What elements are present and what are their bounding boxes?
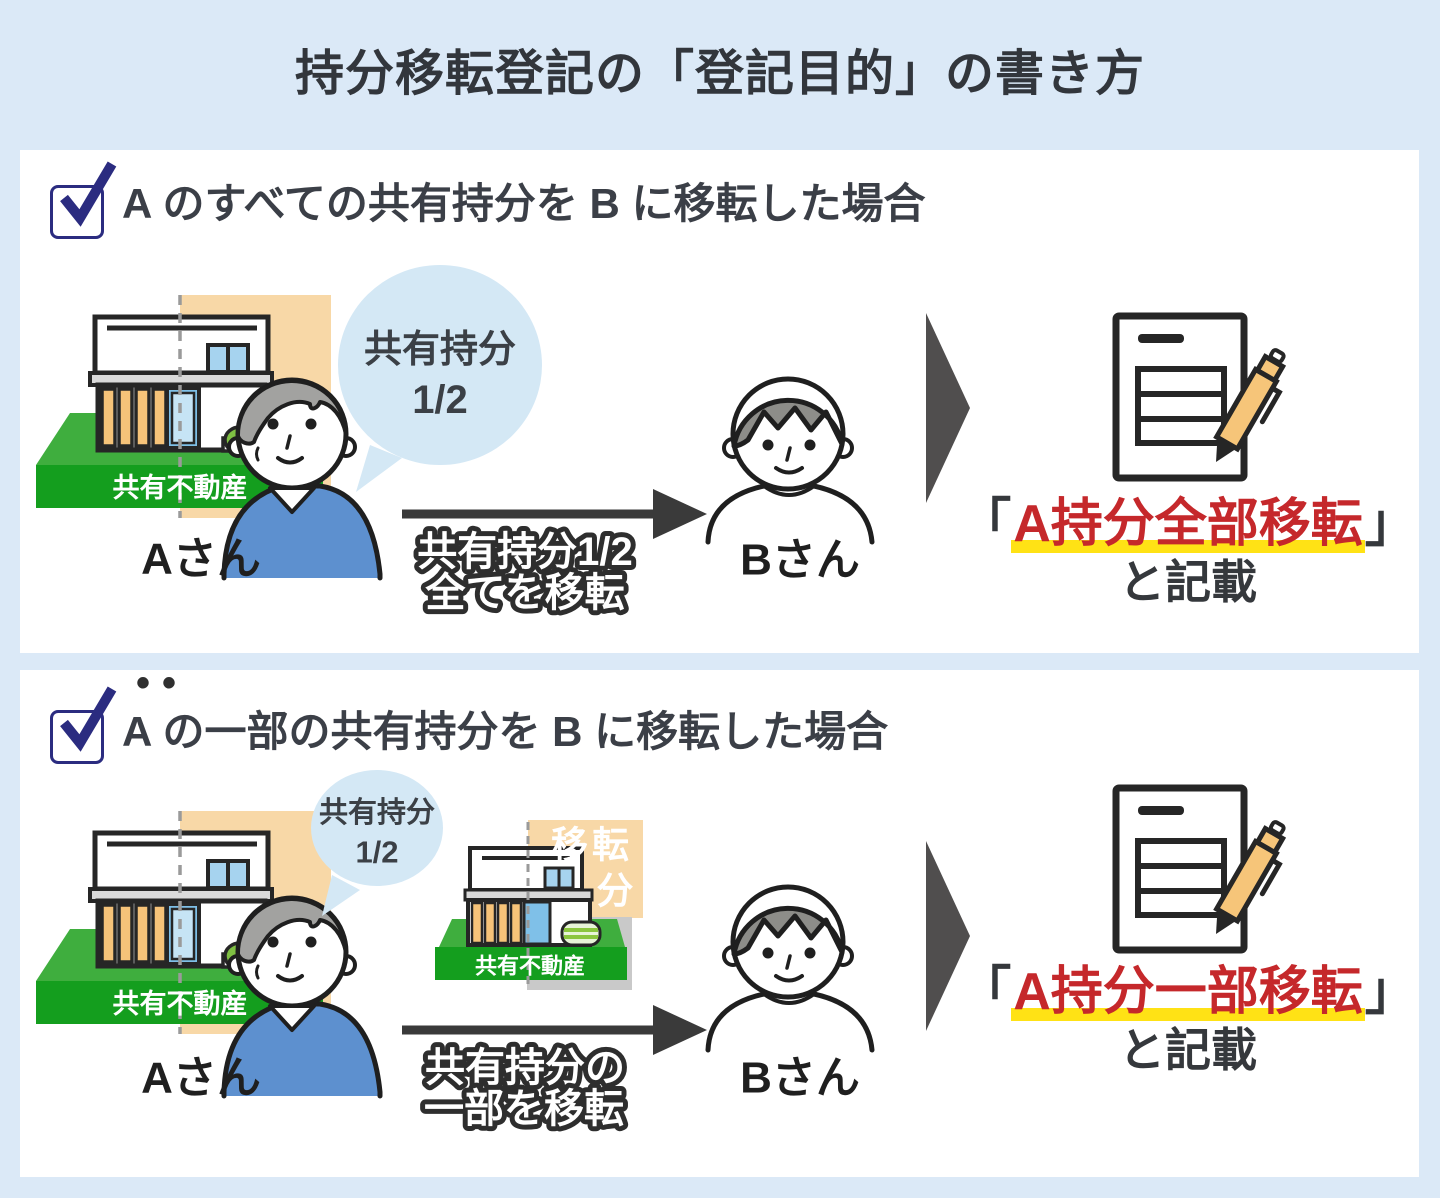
transfer-portion-label-line2: 分 bbox=[597, 871, 634, 912]
registration-purpose-highlight: A持分一部移転 bbox=[1011, 963, 1365, 1021]
transferred-portion-house-illustration: 移転 分 共有不動産 bbox=[435, 820, 643, 990]
transfer-portion-property-label: 共有不動産 bbox=[475, 954, 585, 979]
shared-property-label: 共有不動産 bbox=[113, 472, 248, 503]
result-note: と記載 bbox=[1119, 1024, 1257, 1076]
section-partial-transfer: 共有不動産 移転 分 bbox=[20, 661, 1419, 1177]
registration-purpose-highlight: A持分全部移転 bbox=[1011, 495, 1365, 553]
section-heading: A のすべての共有持分を B に移転した場合 bbox=[122, 180, 926, 227]
close-bracket: 」 bbox=[1364, 963, 1417, 1021]
checkmark-icon bbox=[60, 686, 117, 752]
full-transfer-illustration: 共有不動産 共有持分 1/2 Aさん Bさん 共有持分1/2 全てを移転 bbox=[20, 265, 1419, 620]
result-text-block: 「A持分全部移転」 と記載 bbox=[938, 494, 1438, 608]
document-pen-icon bbox=[1116, 316, 1297, 478]
bubble-share-fraction: 1/2 bbox=[412, 378, 468, 422]
close-bracket: 」 bbox=[1364, 495, 1417, 553]
section-full-transfer: 共有不動産 共有持分 1/2 Aさん Bさん 共有持分1/2 全てを移転 A の… bbox=[20, 150, 1419, 653]
registration-purpose-line: 「A持分全部移転」 bbox=[938, 494, 1438, 554]
result-text-block: 「A持分一部移転」 と記載 bbox=[938, 962, 1438, 1076]
person-b-illustration bbox=[708, 887, 872, 1050]
shared-property-label: 共有不動産 bbox=[113, 988, 248, 1019]
checkmark-icon bbox=[60, 161, 117, 227]
person-a-name: Aさん bbox=[141, 1054, 261, 1103]
person-b-illustration bbox=[708, 379, 872, 542]
emphasis-dots: •• bbox=[136, 661, 189, 705]
transfer-arrow-caption-line2: 一部を移転 bbox=[424, 1087, 624, 1131]
result-arrow-icon bbox=[926, 313, 970, 503]
bubble-share-fraction: 1/2 bbox=[355, 835, 398, 870]
transfer-portion-label-line1: 移転 bbox=[551, 825, 633, 866]
person-b-name: Bさん bbox=[740, 1054, 860, 1103]
bubble-share-label: 共有持分 bbox=[319, 796, 435, 829]
result-note: と記載 bbox=[1119, 556, 1257, 608]
share-speech-bubble: 共有持分 1/2 bbox=[338, 265, 542, 492]
person-a-name: Aさん bbox=[141, 535, 261, 584]
person-b-name: Bさん bbox=[740, 536, 860, 585]
transfer-arrow-caption-line1: 共有持分1/2 bbox=[417, 530, 633, 574]
open-bracket: 「 bbox=[959, 495, 1012, 553]
partial-transfer-illustration: 共有不動産 移転 分 bbox=[20, 770, 1419, 1136]
page-title: 持分移転登記の「登記目的」の書き方 bbox=[294, 47, 1145, 101]
transfer-arrow-caption-line1: 共有持分の bbox=[425, 1046, 625, 1090]
document-pen-icon bbox=[1116, 788, 1297, 950]
section-heading: A の一部の共有持分を B に移転した場合 bbox=[122, 708, 889, 755]
open-bracket: 「 bbox=[959, 963, 1012, 1021]
share-speech-bubble: 共有持分 1/2 bbox=[311, 770, 443, 916]
registration-purpose-line: 「A持分一部移転」 bbox=[938, 962, 1438, 1022]
bubble-share-label: 共有持分 bbox=[364, 329, 516, 371]
transfer-arrow-caption-line2: 全てを移転 bbox=[424, 570, 624, 615]
